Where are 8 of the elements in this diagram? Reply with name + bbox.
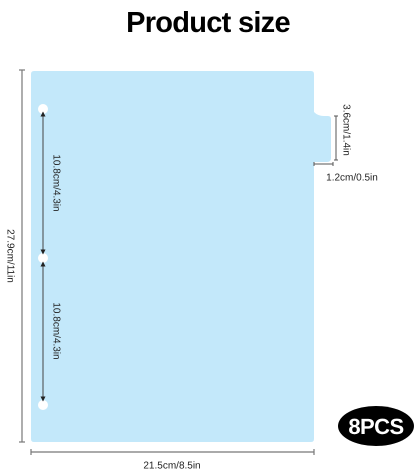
dimension-label: 21.5cm/8.5in xyxy=(143,460,201,471)
dimension-label: 27.9cm/11in xyxy=(4,229,16,283)
dimension-label: 3.6cm/1.4in xyxy=(340,104,352,156)
dimension-label: 1.2cm/0.5in xyxy=(326,172,378,186)
dimension-label: 10.8cm/4.3in xyxy=(50,302,62,360)
title: Product size xyxy=(125,6,291,41)
dimension-label: 10.8cm/4.3in xyxy=(50,154,62,212)
quantity-badge: 8PCS xyxy=(338,406,414,446)
